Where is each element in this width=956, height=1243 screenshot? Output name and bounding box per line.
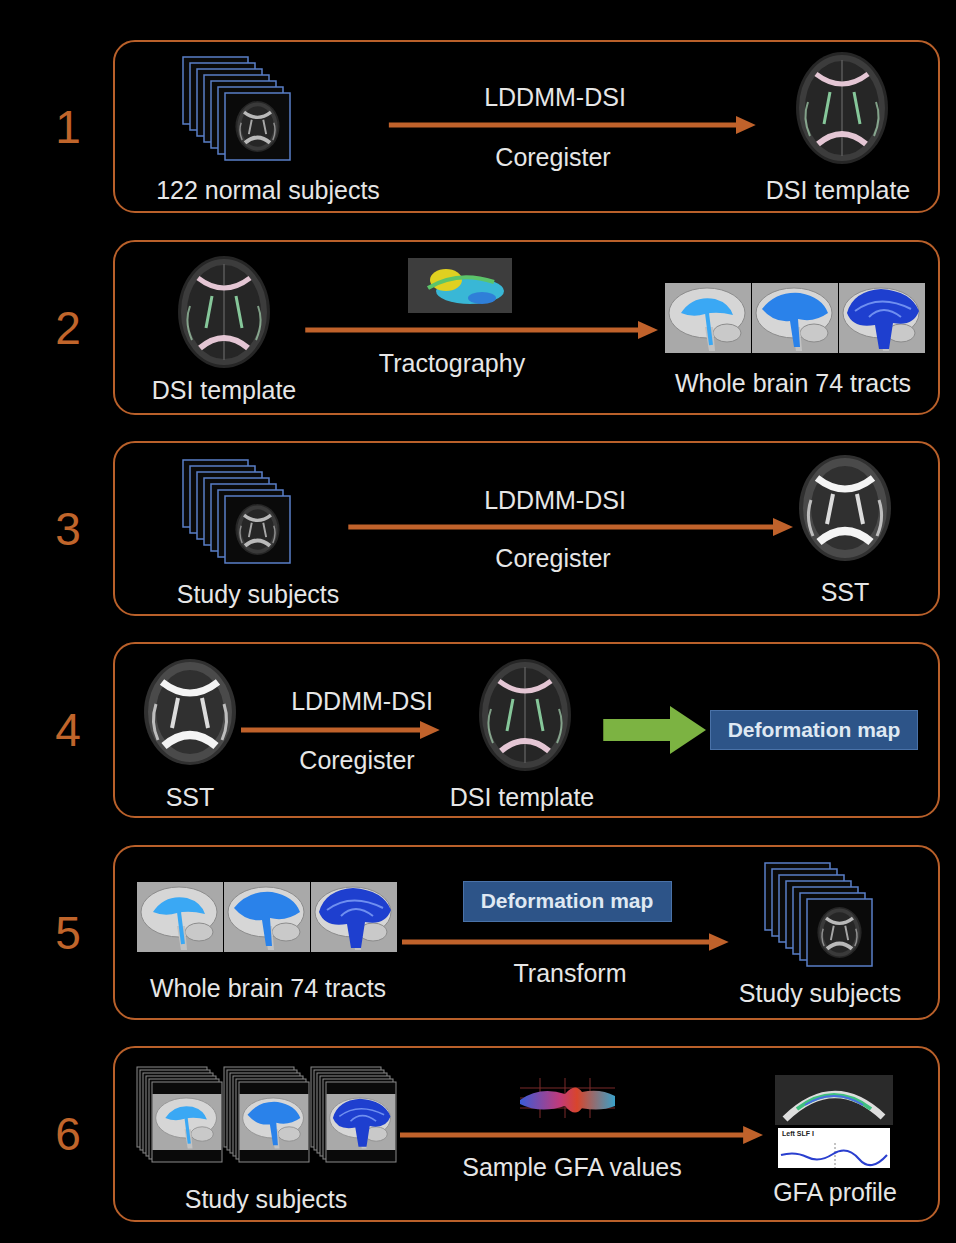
image-stack: [183, 57, 290, 160]
image-caption: DSI template: [766, 175, 911, 205]
gfa-tube: [520, 1078, 615, 1118]
flow-arrow: [305, 328, 639, 333]
step-number: 1: [33, 100, 103, 154]
arrow-sublabel: Coregister: [299, 745, 414, 775]
arrow-label: Sample GFA values: [462, 1152, 682, 1182]
box-label: Deformation map: [481, 889, 654, 913]
image-node: Whole brain 74 tracts: [137, 878, 399, 1003]
image-caption: DSI template: [450, 782, 595, 812]
step-number: 6: [33, 1107, 103, 1161]
arrow-label: LDDMM-DSI: [484, 82, 626, 112]
process-box: Deformation map: [710, 710, 918, 750]
tract-image: [665, 283, 751, 353]
step-panel: 2DSI templateWhole brain 74 tracts: [113, 240, 940, 415]
dsi-brain: [796, 52, 888, 164]
tract-image: [311, 882, 397, 952]
tract-image: [839, 283, 925, 353]
flow-arrow: [389, 123, 737, 128]
step-number: 5: [33, 906, 103, 960]
image-caption: SST: [166, 782, 215, 812]
step-number: 4: [33, 703, 103, 757]
image-node: Study subjects: [171, 458, 346, 609]
image-node: DSI template: [444, 660, 601, 812]
image-caption: Study subjects: [177, 579, 340, 609]
flow-arrow: [400, 1133, 744, 1138]
image-node: GFA profile: [767, 1072, 903, 1207]
arrow-label: LDDMM-DSI: [484, 485, 626, 515]
tract-stack: [137, 1067, 222, 1162]
sst-brain: [144, 659, 236, 765]
flow-arrow: [348, 525, 774, 530]
arrow-sublabel: Coregister: [495, 543, 610, 573]
arrow-label: Tractography: [379, 348, 525, 378]
plot-title: Left SLF I: [782, 1129, 814, 1138]
process-box: Deformation map: [463, 881, 672, 922]
step-panel: 5Whole brain 74 tractsDeformation mapStu…: [113, 845, 940, 1020]
image-node: Study subjects: [733, 860, 908, 1008]
box-label: Deformation map: [728, 718, 901, 742]
image-caption: Study subjects: [739, 978, 902, 1008]
step-panel: 3Study subjectsSST: [113, 441, 940, 616]
flow-arrow: [402, 940, 710, 945]
tractography-thumbnail: [408, 258, 512, 313]
arrow-label: LDDMM-DSI: [291, 686, 433, 716]
tract-image: [224, 882, 310, 952]
image-stack: [183, 460, 290, 563]
dsi-brain: [178, 256, 270, 368]
tract-stack: [311, 1067, 396, 1162]
dsi-brain: [479, 659, 571, 771]
tract-stack: [224, 1067, 309, 1162]
image-node: DSI template: [146, 253, 303, 405]
image-caption: GFA profile: [773, 1177, 897, 1207]
arrow-sublabel: Coregister: [495, 142, 610, 172]
image-node: 122 normal subjects: [150, 55, 386, 205]
image-node: Study subjects: [135, 1062, 397, 1214]
image-node: DSI template: [760, 50, 917, 205]
step-number: 3: [33, 502, 103, 556]
step-panel: 1122 normal subjectsDSI template: [113, 40, 940, 213]
image-caption: Study subjects: [185, 1184, 348, 1214]
gfa-profile-image: [775, 1075, 893, 1168]
sst-brain: [799, 455, 891, 561]
image-node: SST: [142, 660, 238, 812]
tract-image: [752, 283, 838, 353]
step-panel: 4SSTDSI templateDeformation map: [113, 642, 940, 818]
image-caption: Whole brain 74 tracts: [150, 973, 386, 1003]
tract-image: [137, 882, 223, 952]
flow-arrow: [241, 728, 421, 733]
image-node: SST: [797, 455, 893, 607]
image-caption: DSI template: [152, 375, 297, 405]
step-number: 2: [33, 301, 103, 355]
image-caption: Whole brain 74 tracts: [675, 368, 911, 398]
step-panel: 6Study subjectsGFA profile: [113, 1046, 940, 1222]
arrow-label: Transform: [514, 958, 627, 988]
image-caption: SST: [821, 577, 870, 607]
flow-arrow: [603, 719, 671, 741]
image-stack: [765, 863, 872, 966]
image-caption: 122 normal subjects: [156, 175, 380, 205]
image-node: Whole brain 74 tracts: [662, 280, 924, 398]
